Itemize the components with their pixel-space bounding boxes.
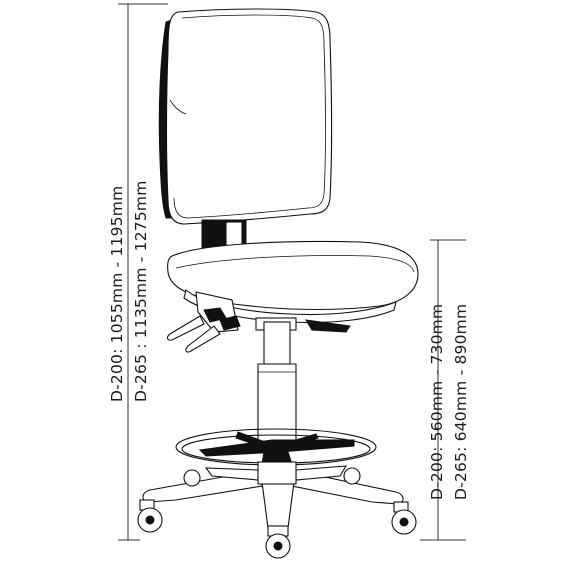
seat-height-dimension-line	[420, 239, 466, 541]
castor-front	[265, 525, 291, 559]
total-height-dimension-line	[118, 3, 168, 541]
castor-rear-right	[343, 467, 361, 485]
seat-height-label-d265: D-265: 640mm - 890mm	[452, 304, 470, 500]
total-height-label-d265: D-265 : 1135mm - 1275mm	[132, 180, 150, 402]
seat-height-label-d200: D-200: 560mm - 730mm	[428, 304, 446, 500]
castor-left	[137, 499, 163, 533]
seat-mechanism	[167, 291, 351, 353]
chair-base	[142, 461, 404, 529]
castor-rear-left	[183, 469, 201, 487]
total-height-label-d200: D-200: 1055mm - 1195mm	[108, 186, 126, 402]
backrest	[158, 8, 333, 225]
gas-lift-column	[257, 321, 297, 446]
foot-ring	[175, 428, 377, 466]
castor-right	[391, 501, 417, 535]
seat-cushion	[167, 240, 419, 324]
